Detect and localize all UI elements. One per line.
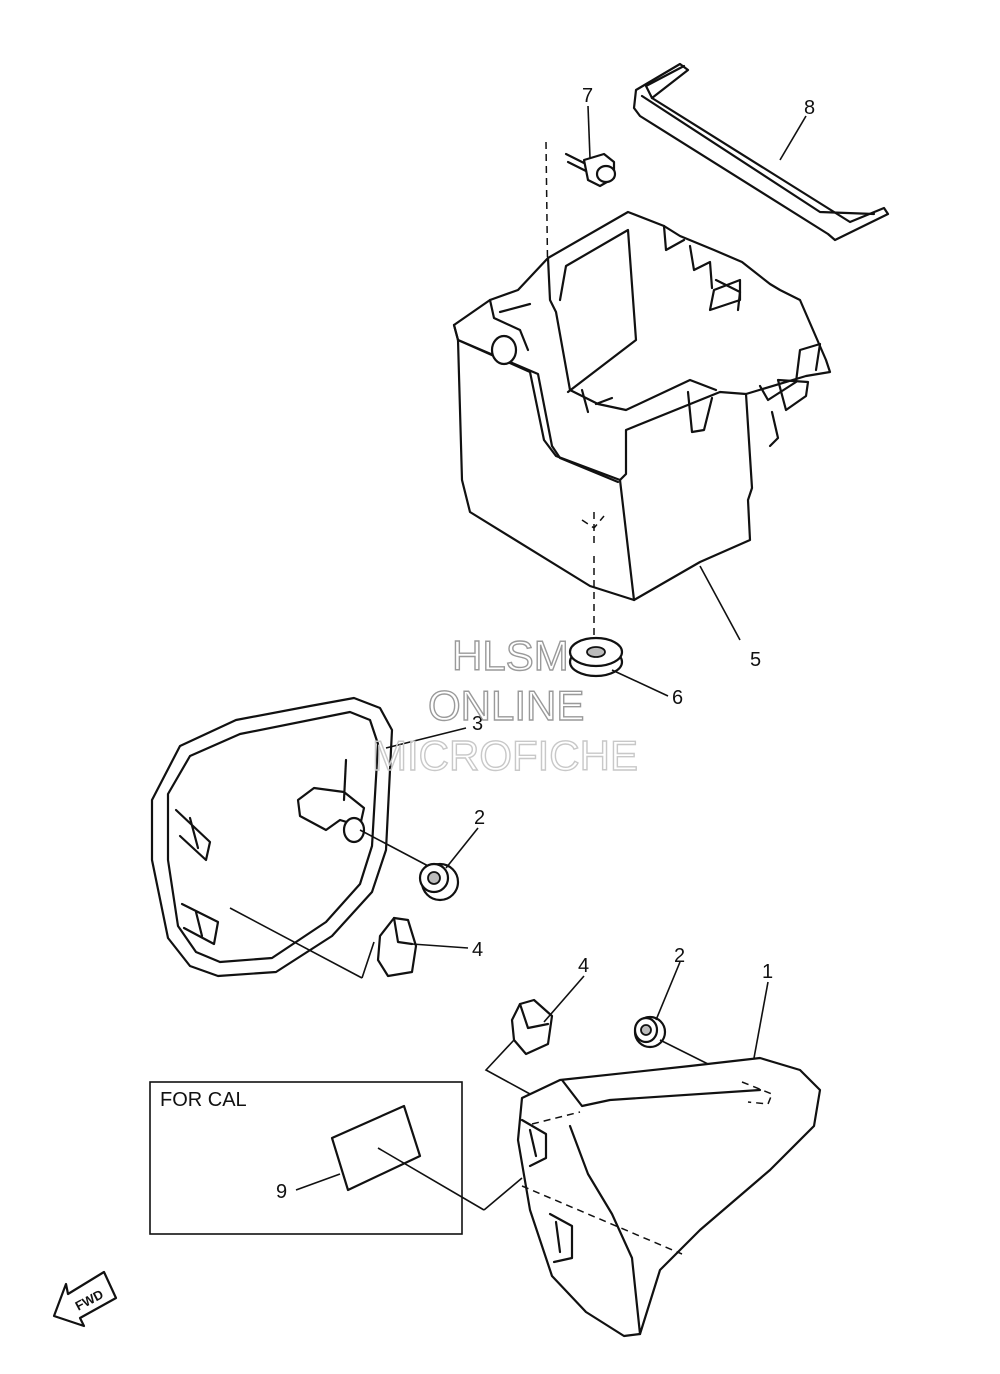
watermark-line-2: ONLINE — [428, 682, 584, 729]
grommet-part-2-lower — [633, 1015, 713, 1067]
side-cover-left-part-3 — [150, 696, 433, 979]
bolt-part-7 — [564, 152, 617, 188]
watermark-line-1: HLSM — [452, 632, 569, 679]
callout-9: 9 — [276, 1181, 287, 1203]
damper-part-4-upper — [361, 916, 418, 979]
grommet-part-6 — [568, 636, 624, 678]
callout-2-lower: 2 — [674, 945, 685, 967]
inset-label: FOR CAL — [160, 1089, 247, 1111]
callout-4-upper: 4 — [472, 939, 483, 961]
callout-4-lower: 4 — [578, 955, 589, 977]
label-decal-part-9 — [330, 1104, 422, 1192]
grommet-part-2-upper — [418, 862, 460, 902]
callout-1: 1 — [762, 961, 773, 983]
watermark-line-3: MICROFICHE — [372, 732, 638, 779]
callout-6: 6 — [672, 687, 683, 709]
callout-3: 3 — [472, 713, 483, 735]
inset-for-cal: FOR CAL — [149, 1081, 485, 1235]
watermark: HLSM ONLINE MICROFICHE — [371, 631, 638, 779]
callout-2-upper: 2 — [474, 807, 485, 829]
leader-lines — [385, 105, 807, 1059]
battery-box-part-5 — [452, 210, 832, 602]
callout-8: 8 — [804, 97, 815, 119]
callout-7: 7 — [582, 85, 593, 107]
battery-band-part-8 — [632, 62, 890, 242]
damper-part-4-lower — [484, 998, 554, 1095]
callout-5: 5 — [750, 649, 761, 671]
fwd-arrow-icon: FWD — [52, 1270, 118, 1328]
side-cover-right-part-1 — [483, 1056, 822, 1338]
